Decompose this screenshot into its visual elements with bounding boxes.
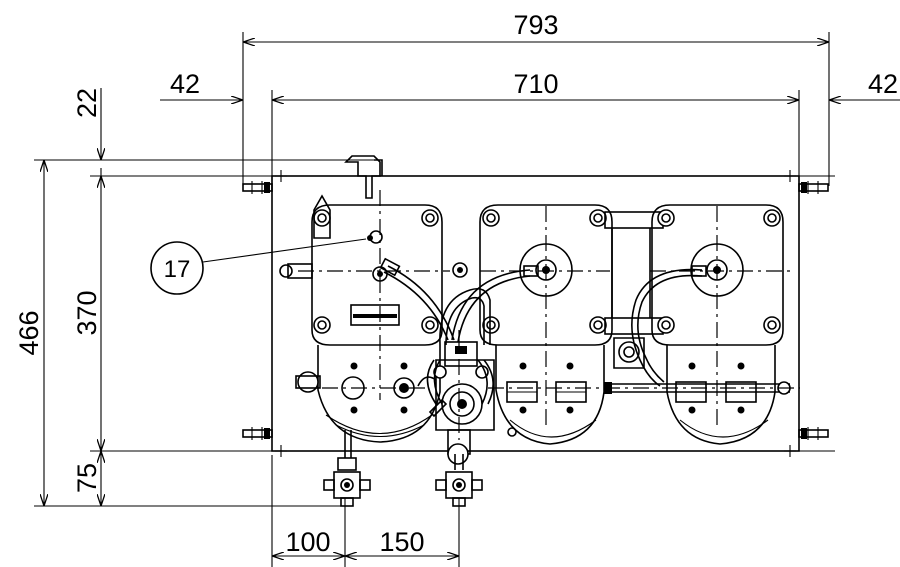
callout-label: 17 [164, 256, 191, 283]
dimension-lines [34, 32, 900, 567]
mounting-bolt-bottom-right [784, 427, 829, 457]
dim-left-flange: 42 [170, 69, 200, 99]
dim-port-spacing: 150 [379, 527, 424, 557]
left-drain-valve [323, 430, 371, 507]
dim-bottom-offset: 75 [72, 463, 102, 493]
left-filter-unit [279, 155, 450, 443]
mounting-bolt-bottom-left [242, 427, 287, 457]
callout-dot [367, 235, 373, 241]
dim-top-offset: 22 [72, 88, 102, 118]
middle-filter-unit [479, 204, 613, 445]
callout-leader [202, 238, 367, 263]
center-valve-stack [428, 262, 495, 507]
dim-left-port: 100 [285, 527, 330, 557]
dim-plate-height: 370 [72, 290, 102, 335]
dim-right-flange: 42 [868, 69, 898, 99]
dim-overall-height: 466 [14, 310, 44, 355]
callout-bubble [150, 241, 204, 295]
dim-inner-width: 710 [513, 69, 558, 99]
dim-overall-width: 793 [513, 10, 558, 40]
left-unit-bolt [313, 209, 439, 334]
callout-17: 17 [150, 235, 373, 295]
bridge-connector [604, 209, 675, 369]
mounting-bolts [242, 170, 829, 457]
mounting-bolt-top-right [784, 170, 829, 194]
base-plate [236, 175, 835, 452]
mounting-bolt-top-left [242, 170, 287, 194]
piping [379, 257, 800, 405]
